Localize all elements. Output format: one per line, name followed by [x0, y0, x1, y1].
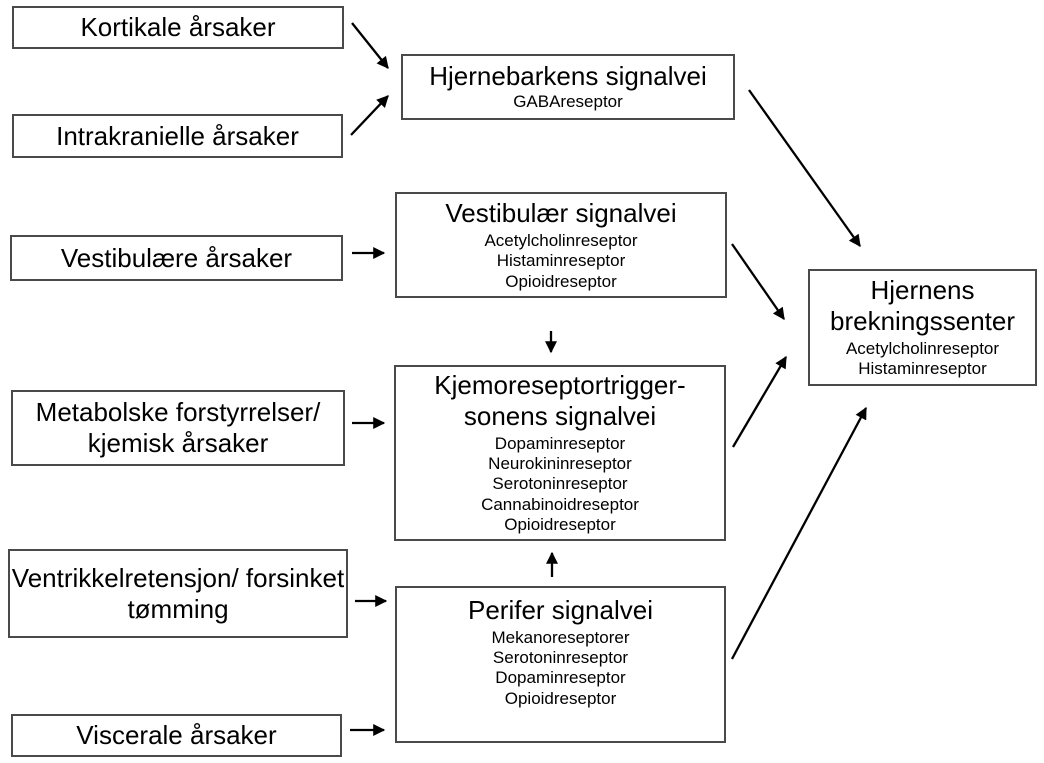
arrow-kjemoreseptor-to-brekningssenter [732, 355, 787, 448]
receptor-label: Histaminreseptor [496, 251, 626, 271]
receptor-label: Serotoninreseptor [492, 474, 628, 494]
receptor-label: Cannabinoidreseptor [481, 494, 639, 514]
cause-label: Viscerale årsaker [76, 720, 277, 751]
cause-box-kortikale: Kortikale årsaker [12, 6, 344, 49]
cause-label: Intrakranielle årsaker [56, 120, 299, 151]
cause-box-metabolske: Metabolske forstyrrelser/ kjemisk årsake… [11, 390, 345, 466]
cause-box-intrakranielle: Intrakranielle årsaker [12, 114, 343, 158]
pathway-box-kjemoreseptortriggersonen: Kjemoreseptortrigger-sonens signalvei Do… [394, 365, 726, 541]
pathway-title: Vestibulær signalvei [445, 198, 677, 229]
target-box-brekningssenter: Hjernens brekningssenter Acetylcholinres… [808, 269, 1037, 386]
receptor-label: Opioidreseptor [505, 271, 617, 291]
cause-box-ventrikkelretensjon: Ventrikkelretensjon/ forsinket tømming [8, 549, 348, 638]
receptor-label: Neurokininreseptor [488, 454, 632, 474]
receptor-label: Acetylcholinreseptor [845, 338, 1000, 358]
receptor-label: Dopaminreseptor [495, 668, 626, 688]
pathway-title: Kjemoreseptortrigger-sonens signalvei [434, 370, 686, 432]
cause-label: Kortikale årsaker [80, 12, 276, 43]
cause-label: Metabolske forstyrrelser/ kjemisk årsake… [35, 397, 321, 458]
pathway-title: Hjernebarkens signalvei [429, 61, 707, 92]
receptor-label: Histaminreseptor [858, 359, 987, 379]
receptor-label: Opioidreseptor [504, 515, 616, 535]
arrow-perifer-to-brekningssenter [730, 406, 868, 660]
receptor-label: Mekanoreseptorer [491, 627, 630, 647]
cause-box-vestibulare: Vestibulære årsaker [10, 235, 343, 281]
arrow-hjernebarkens-to-brekningssenter [748, 89, 861, 247]
arrow-kortikale-to-hjernebarkens [351, 22, 389, 69]
cause-box-viscerale: Viscerale årsaker [11, 714, 342, 757]
pathway-box-perifer: Perifer signalvei Mekanoreseptorer Serot… [395, 586, 726, 743]
arrow-vestibular-to-brekningssenter [731, 243, 785, 320]
receptor-label: Serotoninreseptor [492, 648, 629, 668]
cause-label: Vestibulære årsaker [60, 242, 293, 273]
receptor-label: GABAreseptor [513, 92, 623, 112]
receptor-label: Acetylcholinreseptor [484, 230, 638, 250]
receptor-label: Opioidreseptor [504, 688, 617, 708]
target-title: Hjernens brekningssenter [830, 275, 1015, 337]
pathway-title: Perifer signalvei [468, 595, 653, 625]
pathway-box-hjernebarkens: Hjernebarkens signalvei GABAreseptor [401, 54, 735, 120]
receptor-label: Dopaminreseptor [494, 433, 626, 453]
arrow-intrakranielle-to-hjernebarkens [350, 95, 389, 136]
pathway-box-vestibular: Vestibulær signalvei Acetylcholinresepto… [395, 192, 727, 298]
cause-label: Ventrikkelretensjon/ forsinket tømming [11, 562, 345, 624]
